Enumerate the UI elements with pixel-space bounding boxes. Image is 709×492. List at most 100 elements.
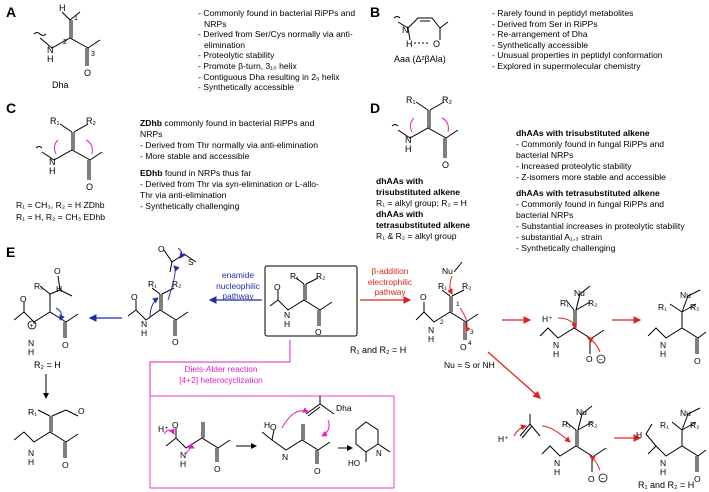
clp-n: N: [660, 458, 666, 468]
central-nh: N: [284, 310, 290, 320]
panel-a-bullet: - Contiguous Dha resulting in 2₅ helix: [198, 71, 340, 82]
da2-o: O: [270, 422, 277, 432]
bl-o-top: O: [78, 406, 85, 416]
iminium-r1: R₁: [34, 281, 43, 291]
diels-label-line: Diels-Alder reaction: [184, 364, 258, 374]
diadduct-r1: R₁: [562, 419, 571, 429]
iminium-intermediate: [13, 275, 79, 338]
panel-b-bullet: - Derived from Ser in RiPPs: [492, 18, 598, 29]
da-dha-label: Dha: [336, 403, 352, 413]
clp-nh: H: [660, 467, 666, 477]
beta-h: H: [428, 334, 434, 344]
bottom-left-product: [13, 409, 79, 458]
enamide-pathway-label: enamide nucleophilic pathway: [212, 270, 264, 302]
panel-a-bullet: elimination: [204, 39, 246, 50]
aaa-label: Aaa (Δ²βAla): [394, 54, 446, 64]
protonation-arrow: [557, 317, 577, 329]
beta-pos-2: 2: [440, 319, 444, 326]
d-tetra-line: - Commonly found in fungal RiPPs and: [516, 199, 665, 209]
dhaa-n: N: [405, 135, 412, 145]
enamide-r2: R₂: [172, 279, 181, 289]
zdhb-block: ZDhb commonly found in bacterial RiPPs a…: [140, 118, 314, 129]
panel-a-bullet: - Synthetically accessible: [198, 82, 295, 93]
da2-o2: O: [314, 466, 321, 476]
panel-a-bullet: - Proteolytic stability: [198, 50, 275, 61]
dha-h-top: H: [59, 3, 66, 13]
da-n: N: [376, 449, 382, 458]
dha-o-atom: O: [84, 68, 91, 78]
dha-structure: [33, 11, 101, 66]
n-lone-pair-arrow: [149, 297, 159, 319]
nu-attack-arrow: [447, 275, 453, 295]
dha-pos-1: 1: [74, 15, 78, 22]
beta-o2: O: [460, 342, 467, 352]
edhb-line-0: found in NRPs thus far: [162, 168, 252, 178]
enolate-back-arrow: [587, 337, 601, 353]
da2-arrow: [281, 407, 309, 429]
d-left-tetra-def: R₁ & R₂ = alkyl group: [376, 231, 457, 241]
clp-nu: Nu: [680, 408, 691, 418]
dhaa-strain-arc-left: [409, 117, 415, 133]
beta-pos-4: 4: [468, 340, 472, 347]
panel-letter-d: D: [370, 100, 381, 116]
panel-b-bullet: - Unusual properties in peptidyl conform…: [492, 50, 663, 61]
iminium-plus: +: [30, 323, 34, 330]
diels-alder-label: Diels-Alder reaction [4+2] heterocycliza…: [160, 364, 282, 385]
d-tetra-line: - substantial A₁,₃ strain: [516, 232, 603, 242]
enolate-push-arrow: [459, 307, 471, 333]
dhb-strain-arc-left: [53, 139, 59, 155]
thioester-s: S: [188, 257, 194, 267]
aaa-n-atom: N: [402, 25, 409, 35]
d-left-tri-title-2: trisubstituted alkene: [376, 187, 461, 197]
iminium-o: O: [20, 294, 27, 304]
beta-pos-1: 1: [456, 301, 460, 308]
dhaa-h: H: [405, 144, 412, 154]
panel-a-bullet: - Commonly found in bacterial RiPPs and: [198, 8, 356, 18]
enamide-r1: R₁: [148, 279, 157, 289]
enamide-h: H: [141, 328, 147, 338]
d-tetra-line: - Synthetically challenging: [516, 243, 616, 253]
dhaa-structure: [391, 101, 459, 158]
iminium-n: N: [28, 338, 34, 348]
iminium-o-top: O: [54, 266, 61, 276]
dhb-strain-arc-right: [85, 139, 93, 155]
aaa-o-atom: O: [433, 39, 440, 49]
r1-r2-condition: R₁ and R₂ = H: [350, 345, 406, 355]
dhaa-r1: R₁: [406, 95, 416, 105]
zdhb-line-3: - More stable and accessible: [140, 151, 250, 161]
cross-linked-product: [645, 407, 707, 472]
da1-n: N: [180, 450, 186, 460]
zdhb-line-0: commonly found in bacterial RiPPs and: [161, 118, 315, 128]
d-tri-line: - Z-isomers more stable and accessible: [516, 172, 666, 182]
diadduct-h: H: [554, 467, 560, 477]
edhb-line-2: Thr via anti-elimination: [140, 190, 227, 200]
iminium-plus-circle: [27, 320, 37, 330]
da-ho: HO: [348, 459, 360, 468]
d-tri-line: - Increased proteolytic stability: [516, 161, 632, 171]
diadduct-intermediate: [519, 405, 607, 472]
enolate-n: N: [553, 340, 559, 350]
diadduct-minus-circle: [598, 473, 608, 483]
diadduct-minus: −: [601, 476, 605, 483]
panel-letter-c: C: [6, 100, 17, 116]
da-product: [355, 421, 391, 462]
iminium-o2: O: [62, 340, 69, 350]
beta-pathway-label: β-addition electrophilic pathway: [360, 266, 420, 298]
diels-alder-box: [149, 395, 395, 489]
enamide-o: O: [131, 292, 138, 302]
panel-b-bullet: - Re-arrangement of Dha: [492, 29, 588, 40]
nu-condition: Nu = S or NH: [444, 360, 495, 370]
da1-o: O: [172, 420, 179, 430]
panel-c-legend-2: R₁ = H, R₂ = CH₃ EDhb: [16, 212, 106, 222]
da2-h: H: [264, 420, 270, 430]
dhb-n: N: [49, 157, 56, 167]
d-left-tetra-title-1: dhAAs with: [376, 209, 424, 219]
central-o: O: [274, 282, 281, 292]
da1-h: H: [180, 459, 186, 469]
panel-b-bullet: - Synthetically accessible: [492, 39, 589, 50]
edhb-line-1: - Derived from Thr via syn-elimination o…: [140, 179, 319, 189]
panel-a-bullets: - Commonly found in bacterial RiPPs and …: [198, 8, 355, 93]
diadduct-arrow-1: [513, 424, 527, 437]
zdhb-line-1: NRPs: [140, 129, 163, 139]
enolate-r2: R₂: [588, 298, 597, 308]
